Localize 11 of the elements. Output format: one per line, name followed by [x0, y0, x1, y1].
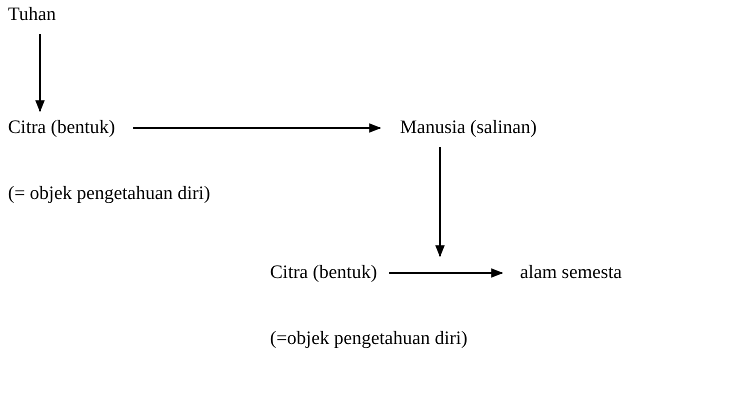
node-text: Citra (bentuk)	[8, 117, 116, 139]
arrow	[389, 268, 504, 278]
arrow	[133, 123, 382, 133]
node-text: alam semesta	[520, 262, 622, 284]
note-text: (= objek pengetahuan diri)	[8, 183, 210, 205]
node-text: Manusia (salinan)	[400, 117, 537, 139]
node-text: Tuhan	[8, 4, 56, 26]
arrow	[435, 147, 445, 258]
arrow	[35, 34, 45, 112]
note-text: (=objek pengetahuan diri)	[270, 328, 468, 350]
node-text: Citra (bentuk)	[270, 262, 378, 284]
